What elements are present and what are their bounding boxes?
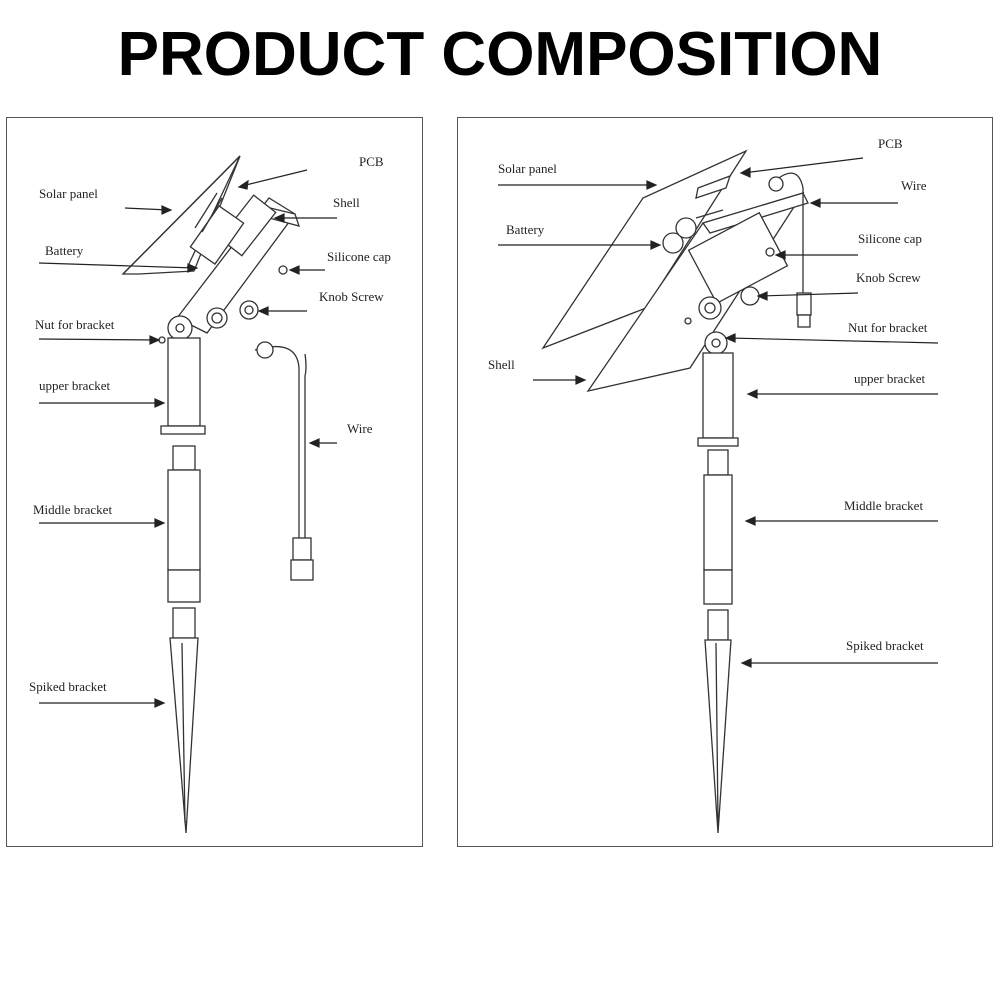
knob-screw-shape	[698, 296, 722, 320]
label-spiked-bracket: Spiked bracket	[846, 638, 924, 653]
right-diagram-drawing	[498, 149, 939, 834]
label-nut-for-bracket: Nut for bracket	[35, 317, 115, 332]
middle-bracket-shape	[172, 445, 196, 471]
left-exploded-diagram: PCB Solar panel Shell Battery Silicone c…	[6, 117, 423, 847]
label-shell: Shell	[333, 195, 360, 210]
label-middle-bracket: Middle bracket	[844, 498, 924, 513]
middle-bracket-shape	[707, 449, 729, 476]
label-pcb: PCB	[359, 154, 384, 169]
nut-shape	[684, 317, 692, 325]
spiked-bracket-shape	[707, 609, 729, 641]
wire-shape	[254, 346, 300, 538]
label-wire: Wire	[901, 178, 927, 193]
label-silicone-cap: Silicone cap	[327, 249, 391, 264]
silicone-cap-shape	[765, 247, 775, 257]
page-title: PRODUCT COMPOSITION	[117, 20, 883, 89]
silicone-cap-shape	[278, 265, 288, 275]
label-knob-screw: Knob Screw	[856, 270, 921, 285]
label-pcb: PCB	[878, 136, 903, 151]
label-battery: Battery	[506, 222, 545, 237]
label-silicone-cap: Silicone cap	[858, 231, 922, 246]
right-exploded-diagram: PCB Solar panel Wire Battery Silicone ca…	[457, 117, 993, 847]
label-shell: Shell	[488, 357, 515, 372]
left-diagram-drawing	[38, 155, 337, 834]
label-spiked-bracket: Spiked bracket	[29, 679, 107, 694]
label-solar-panel: Solar panel	[498, 161, 557, 176]
label-battery: Battery	[45, 243, 84, 258]
solar-panel-shape	[541, 149, 748, 350]
label-wire: Wire	[347, 421, 373, 436]
upper-bracket-shape	[167, 337, 201, 427]
upper-bracket-shape	[702, 352, 734, 439]
knob-screw-shape	[206, 307, 228, 329]
spiked-bracket-shape	[172, 607, 196, 639]
battery-shape	[662, 232, 684, 254]
label-solar-panel: Solar panel	[39, 186, 98, 201]
label-nut-for-bracket: Nut for bracket	[848, 320, 928, 335]
label-upper-bracket: upper bracket	[854, 371, 926, 386]
label-knob-screw: Knob Screw	[319, 289, 384, 304]
wire-shape	[775, 172, 804, 293]
label-upper-bracket: upper bracket	[39, 378, 111, 393]
label-middle-bracket: Middle bracket	[33, 502, 113, 517]
